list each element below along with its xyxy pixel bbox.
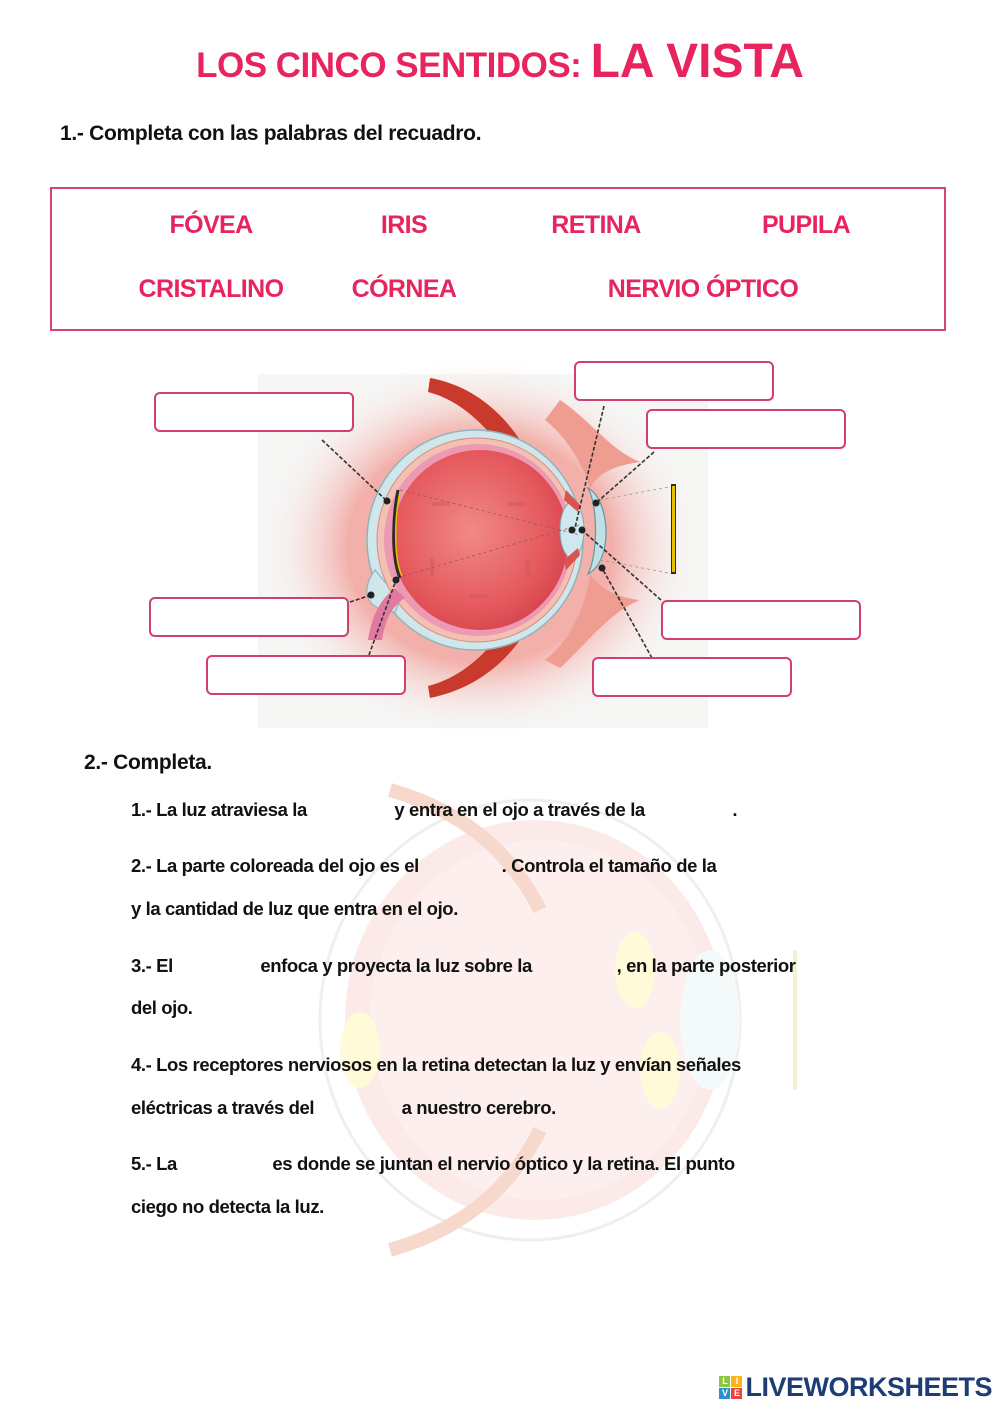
word-bank-item: FÓVEA <box>169 211 253 239</box>
eye-diagram-icon <box>260 358 700 738</box>
sentence-1: 1.- La luz atraviesa la y entra en el oj… <box>131 799 737 822</box>
word-bank-item: NERVIO ÓPTICO <box>607 275 799 303</box>
sentence-3: 3.- El enfoca y proyecta la luz sobre la… <box>131 955 796 978</box>
sentence-2: 2.- La parte coloreada del ojo es el . C… <box>131 855 717 878</box>
logo-blocks-icon: L I V E <box>719 1376 743 1399</box>
blank-2a[interactable] <box>424 856 502 878</box>
title-prefix: LOS CINCO SENTIDOS: <box>196 46 591 85</box>
blank-1a[interactable] <box>312 800 390 822</box>
word-bank-item: RETINA <box>551 211 641 239</box>
label-box-bottom-left-upper[interactable] <box>149 597 349 637</box>
word-bank-item: CRISTALINO <box>138 275 285 303</box>
blank-3b[interactable] <box>537 956 617 978</box>
label-box-top-right-lower[interactable] <box>646 409 846 449</box>
word-bank-item: CÓRNEA <box>351 275 457 303</box>
sentence-5: 5.- La es donde se juntan el nervio ópti… <box>131 1153 735 1176</box>
blank-1b[interactable] <box>650 800 728 822</box>
section2-heading: 2.- Completa. <box>84 751 212 774</box>
sentence-4: 4.- Los receptores nerviosos en la retin… <box>131 1054 741 1075</box>
title-main: LA VISTA <box>590 35 804 88</box>
faded-eye-watermark-icon <box>318 783 797 1257</box>
sentence-2-line2: y la cantidad de luz que entra en el ojo… <box>131 898 458 919</box>
label-box-top-right-upper[interactable] <box>574 361 774 401</box>
word-bank-item: PUPILA <box>761 211 851 239</box>
label-box-bottom-right-lower[interactable] <box>592 657 792 697</box>
label-box-top-left[interactable] <box>154 392 354 432</box>
logo-text: LIVEWORKSHEETS <box>745 1372 992 1402</box>
blank-5a[interactable] <box>182 1154 268 1176</box>
page-title: LOS CINCO SENTIDOS: LA VISTA <box>0 34 1000 89</box>
word-bank-item: IRIS <box>380 211 428 239</box>
word-bank: FÓVEA IRIS RETINA PUPILA CRISTALINO CÓRN… <box>50 187 946 331</box>
sentence-4-line2: eléctricas a través del a nuestro cerebr… <box>131 1097 556 1120</box>
label-box-bottom-left-lower[interactable] <box>206 655 406 695</box>
sentence-5-line2: ciego no detecta la luz. <box>131 1196 324 1217</box>
blank-3a[interactable] <box>178 956 256 978</box>
label-box-bottom-right-upper[interactable] <box>661 600 861 640</box>
blank-4a[interactable] <box>319 1098 397 1120</box>
sentence-3-line2: del ojo. <box>131 997 193 1018</box>
liveworksheets-logo: L I V E LIVEWORKSHEETS <box>719 1372 992 1403</box>
section1-heading: 1.- Completa con las palabras del recuad… <box>60 122 482 145</box>
